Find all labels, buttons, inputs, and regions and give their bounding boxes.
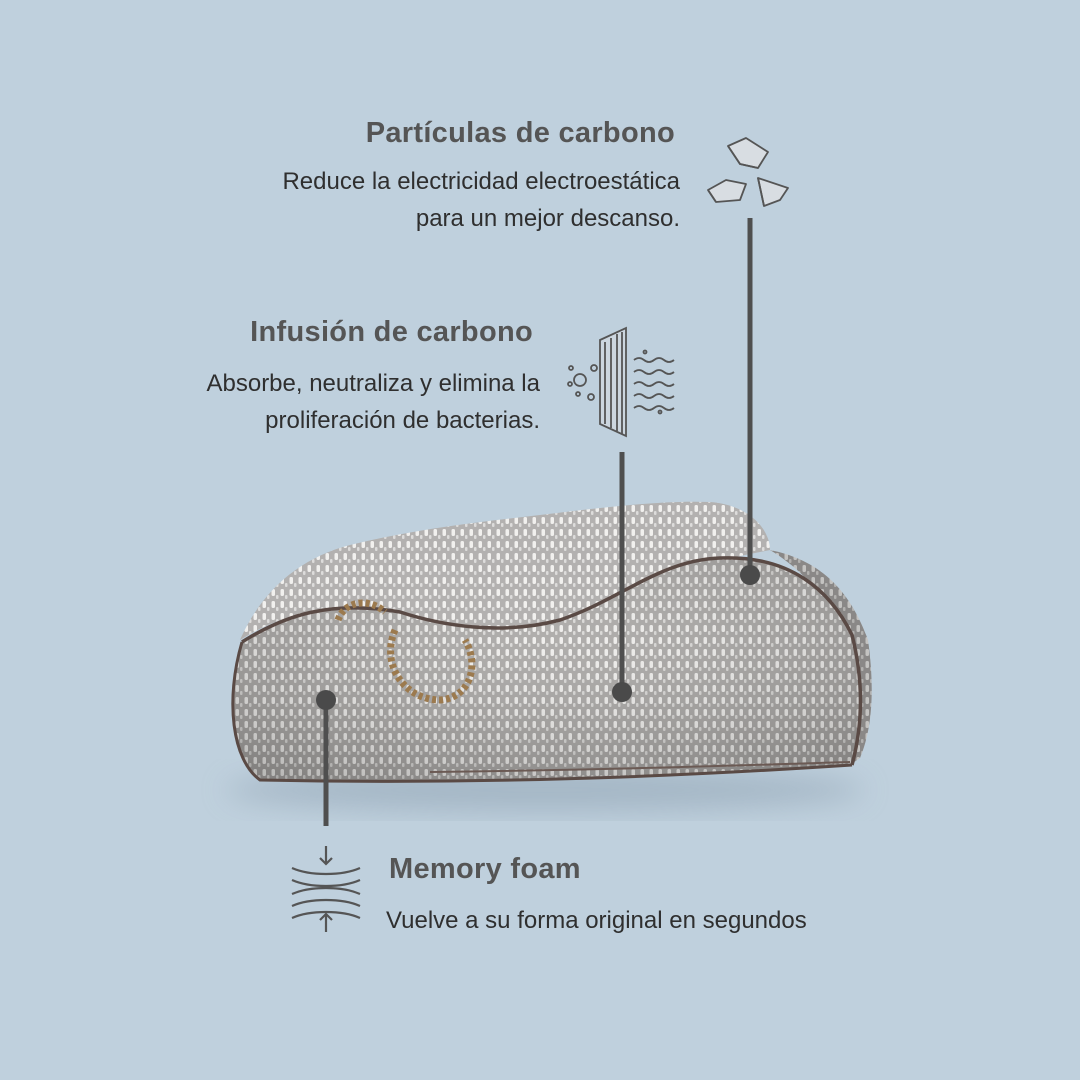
carbon-particles-description: Reduce la electricidad electroestática p…: [120, 163, 680, 237]
connector-carbon-particles: [740, 218, 760, 585]
filter-layer-icon: [567, 326, 675, 438]
pillow-front-face: [231, 556, 863, 783]
carbon-particles-title: Partículas de carbono: [365, 117, 675, 149]
compression-waves-icon: [291, 846, 361, 932]
carbon-particles-line-1: Reduce la electricidad electroestática: [282, 168, 680, 195]
connector-carbon-infusion: [612, 452, 632, 702]
memory-foam-title: Memory foam: [389, 853, 581, 885]
carbon-infusion-line-1: Absorbe, neutraliza y elimina la: [206, 370, 540, 397]
carbon-infusion-description: Absorbe, neutraliza y elimina la prolife…: [80, 365, 540, 439]
carbon-infusion-line-2: proliferación de bacterias.: [265, 407, 540, 434]
memory-foam-description: Vuelve a su forma original en segundos: [386, 907, 807, 934]
connector-memory-foam: [316, 690, 336, 826]
pillow-right-end: [770, 550, 872, 765]
carbon-crystals-icon: [707, 137, 789, 207]
carbon-particles-line-2: para un mejor descanso.: [415, 205, 680, 232]
pillow-logo: [334, 599, 476, 704]
carbon-infusion-title: Infusión de carbono: [250, 316, 533, 348]
